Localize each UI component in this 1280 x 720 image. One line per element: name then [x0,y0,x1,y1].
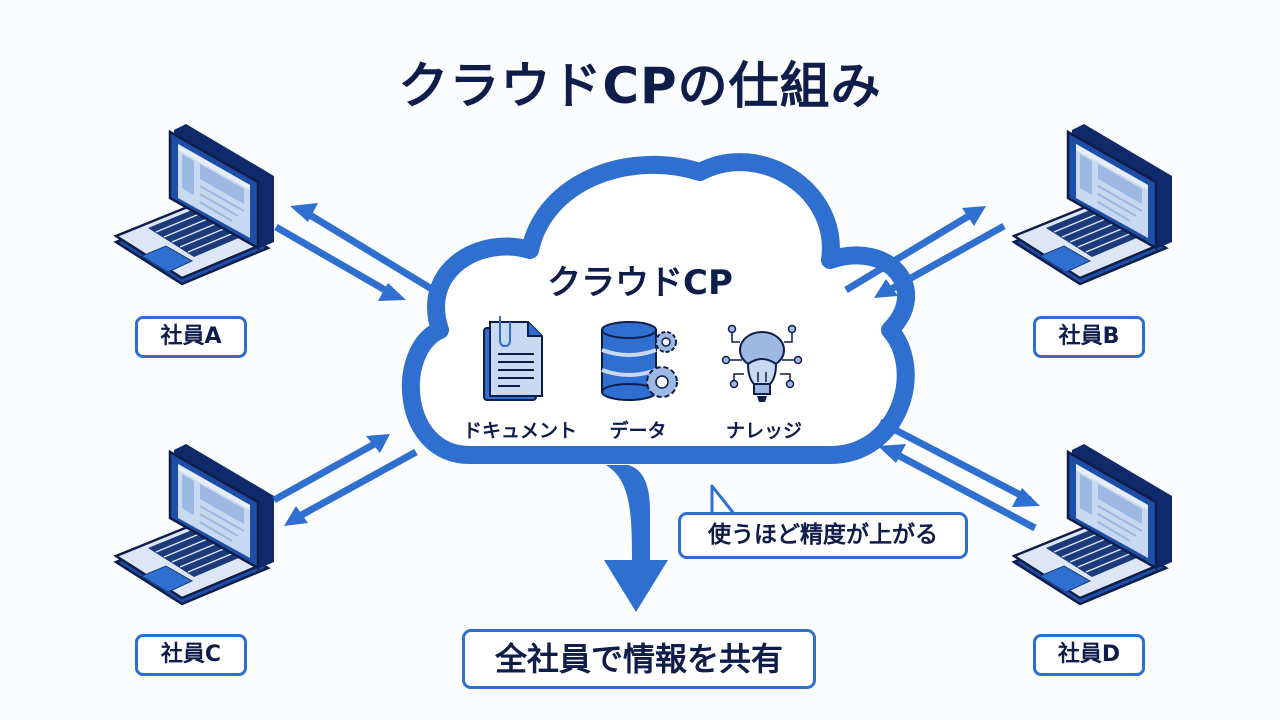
cloud-shape [401,153,916,464]
brain-lightbulb-icon [721,324,803,402]
employee-label-d: 社員D [1033,634,1145,676]
down-arrow [604,465,668,612]
share-result-box: 全社員で情報を共有 [462,629,816,689]
icon-label-document: ドキュメント [462,420,577,442]
laptop-c-icon [114,442,276,606]
employee-label-a: 社員A [135,316,247,358]
document-icon [483,316,543,401]
page-title: クラウドCPの仕組み [398,57,882,115]
icon-label-data: データ [609,420,667,442]
cloud-title: クラウドCP [547,263,733,303]
employee-label-b: 社員B [1033,316,1145,358]
laptop-d-icon [1012,442,1174,606]
employee-label-c: 社員C [135,634,247,676]
icon-label-knowledge: ナレッジ [725,420,802,442]
accuracy-callout: 使うほど精度が上がる [678,512,968,559]
database-gear-icon [601,321,678,401]
